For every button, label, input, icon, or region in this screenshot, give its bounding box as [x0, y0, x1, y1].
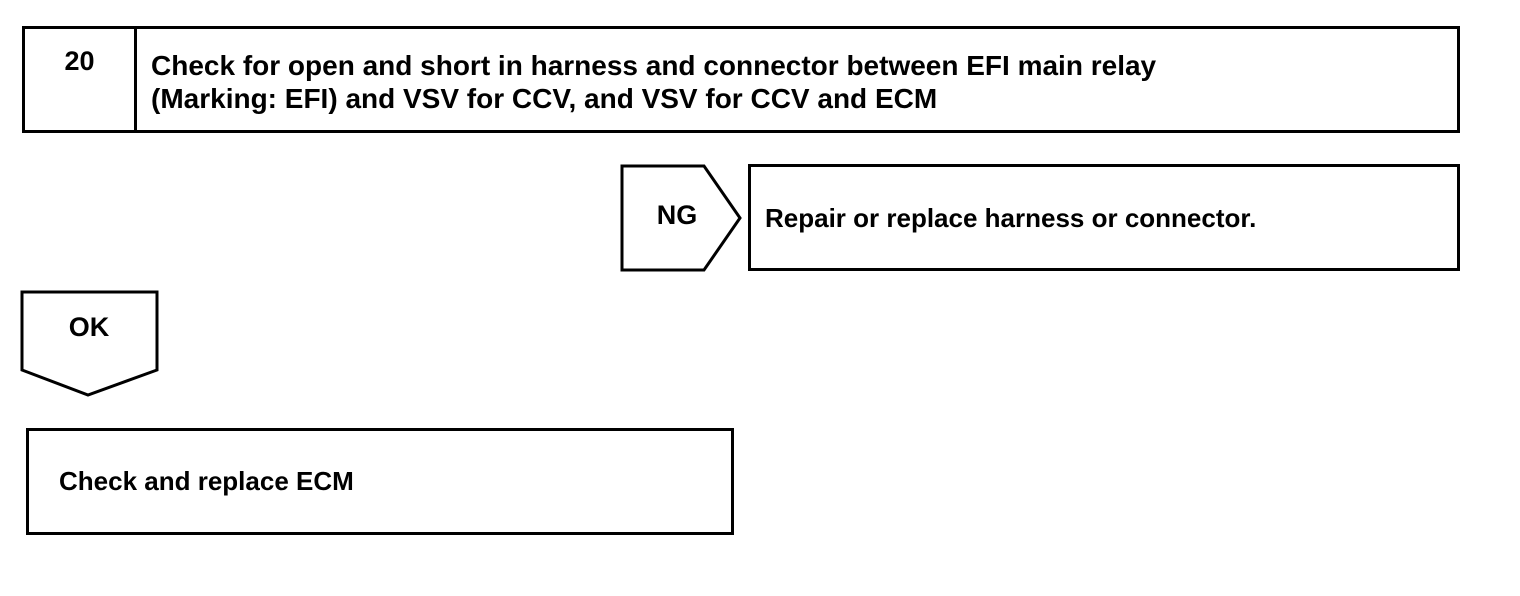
step-box: 20 Check for open and short in harness a…	[22, 26, 1460, 133]
ng-result-box: Repair or replace harness or connector.	[748, 164, 1460, 271]
step-title: Check for open and short in harness and …	[151, 50, 1157, 114]
ng-result-text: Repair or replace harness or connector.	[765, 203, 1257, 233]
ok-result-box: Check and replace ECM	[26, 428, 734, 535]
ok-result-text: Check and replace ECM	[59, 466, 354, 496]
ng-label: NG	[656, 200, 698, 230]
ng-arrow-icon	[620, 164, 742, 272]
step-number: 20	[25, 29, 137, 130]
ok-label: OK	[68, 312, 110, 342]
ok-arrow-icon	[20, 290, 159, 397]
